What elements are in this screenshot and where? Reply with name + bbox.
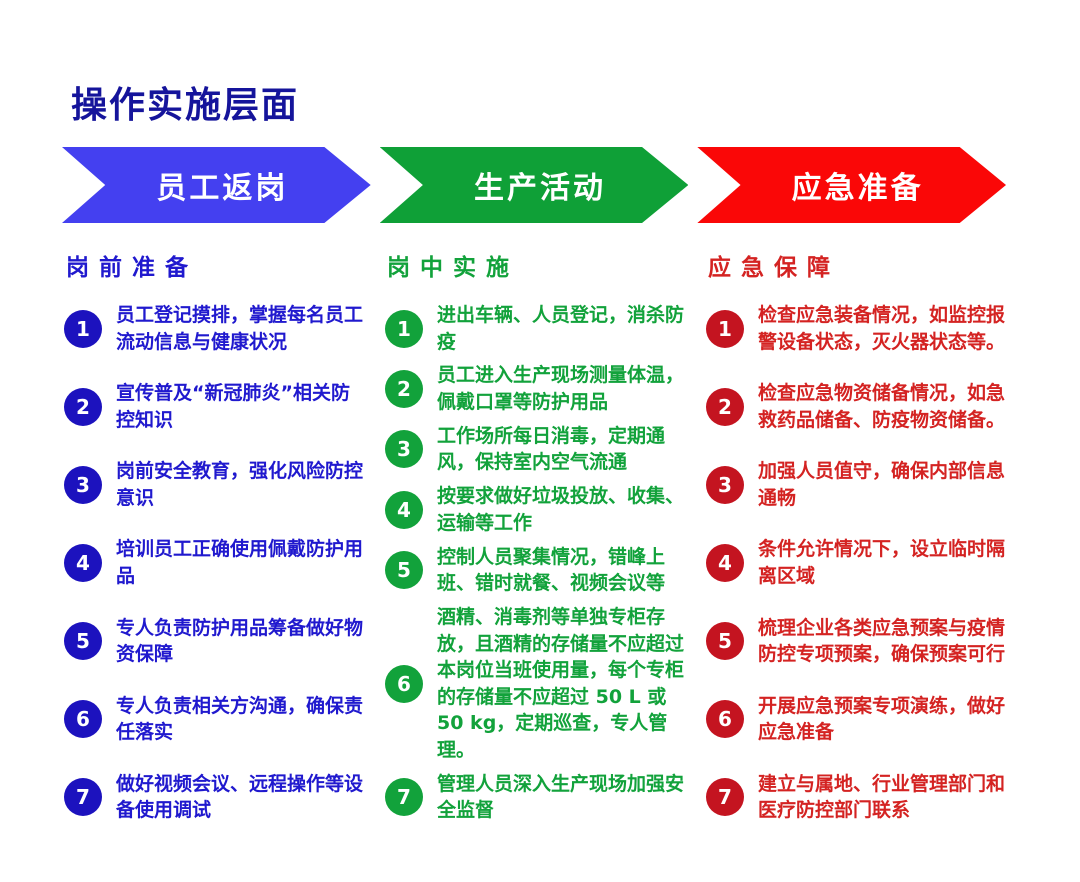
list-item: 7 管理人员深入生产现场加强安全监督	[383, 771, 694, 824]
step-text: 员工登记摸排，掌握每名员工流动信息与健康状况	[116, 304, 364, 353]
step-number-badge: 4	[64, 543, 102, 582]
step-text: 管理人员深入生产现场加强安全监督	[437, 772, 685, 822]
column-pre-job-preparation: 岗前准备 1 员工登记摸排，掌握每名员工流动信息与健康状况 2 宣传普及“新冠肺…	[62, 248, 373, 824]
step-text: 宣传普及“新冠肺炎”相关防控知识	[116, 382, 350, 431]
step-text: 加强人员值守，确保内部信息通畅	[758, 460, 1006, 509]
step-text: 检查应急物资储备情况，如急救药品储备、防疫物资储备。	[758, 382, 1006, 431]
step-text: 员工进入生产现场测量体温，佩戴口罩等防护用品	[437, 364, 685, 413]
column-header-pre-job: 岗前准备	[66, 255, 198, 281]
step-text: 做好视频会议、远程操作等设备使用调试	[116, 772, 364, 822]
step-text: 开展应急预案专项演练，做好应急准备	[758, 694, 1006, 744]
step-number-badge: 5	[385, 551, 423, 590]
step-text: 建立与属地、行业管理部门和医疗防控部门联系	[758, 772, 1006, 822]
step-number-badge: 6	[706, 700, 744, 739]
step-number-badge: 7	[385, 778, 423, 817]
stage-label-production-activity: 生产活动	[474, 171, 606, 206]
list-item: 6 开展应急预案专项演练，做好应急准备	[704, 693, 1015, 746]
column-emergency-items: 1 检查应急装备情况，如监控报警设备状态，灭火器状态等。 2 检查应急物资储备情…	[704, 302, 1015, 824]
step-number-badge: 4	[706, 543, 744, 582]
step-text: 岗前安全教育，强化风险防控意识	[116, 460, 364, 509]
list-item: 7 建立与属地、行业管理部门和医疗防控部门联系	[704, 771, 1015, 824]
step-text: 培训员工正确使用佩戴防护用品	[116, 538, 364, 587]
list-item: 1 检查应急装备情况，如监控报警设备状态，灭火器状态等。	[704, 302, 1015, 355]
list-item: 2 宣传普及“新冠肺炎”相关防控知识	[62, 380, 373, 433]
list-item: 3 岗前安全教育，强化风险防控意识	[62, 458, 373, 511]
column-emergency-support: 应急保障 1 检查应急装备情况，如监控报警设备状态，灭火器状态等。 2 检查应急…	[704, 248, 1015, 824]
step-number-badge: 1	[64, 309, 102, 348]
step-number-badge: 4	[385, 490, 423, 529]
list-item: 5 专人负责防护用品筹备做好物资保障	[62, 615, 373, 668]
column-pre-job-items: 1 员工登记摸排，掌握每名员工流动信息与健康状况 2 宣传普及“新冠肺炎”相关防…	[62, 302, 373, 824]
stage-arrow-production-activity: 生产活动	[379, 147, 689, 223]
list-item: 4 按要求做好垃圾投放、收集、运输等工作	[383, 483, 694, 536]
step-text: 工作场所每日消毒，定期通风，保持室内空气流通	[437, 424, 666, 474]
column-on-job-items: 1 进出车辆、人员登记，消杀防疫 2 员工进入生产现场测量体温，佩戴口罩等防护用…	[383, 302, 694, 824]
step-number-badge: 2	[385, 370, 423, 408]
step-text: 检查应急装备情况，如监控报警设备状态，灭火器状态等。	[758, 304, 1006, 353]
list-item: 7 做好视频会议、远程操作等设备使用调试	[62, 771, 373, 824]
step-number-badge: 2	[64, 387, 102, 426]
step-number-badge: 6	[64, 700, 102, 739]
column-on-job-implementation: 岗中实施 1 进出车辆、人员登记，消杀防疫 2 员工进入生产现场测量体温，佩戴口…	[383, 248, 694, 824]
step-number-badge: 1	[385, 309, 423, 348]
list-item: 3 工作场所每日消毒，定期通风，保持室内空气流通	[383, 423, 694, 476]
step-number-badge: 3	[64, 465, 102, 504]
list-item: 2 检查应急物资储备情况，如急救药品储备、防疫物资储备。	[704, 380, 1015, 433]
step-number-badge: 3	[385, 430, 423, 469]
list-item: 4 条件允许情况下，设立临时隔离区域	[704, 536, 1015, 589]
column-header-emergency: 应急保障	[708, 255, 840, 281]
list-item: 1 进出车辆、人员登记，消杀防疫	[383, 302, 694, 355]
list-item: 3 加强人员值守，确保内部信息通畅	[704, 458, 1015, 511]
step-number-badge: 6	[385, 664, 423, 703]
step-text: 按要求做好垃圾投放、收集、运输等工作	[437, 485, 685, 534]
list-item: 5 控制人员聚集情况，错峰上班、错时就餐、视频会议等	[383, 544, 694, 597]
step-number-badge: 7	[64, 778, 102, 817]
step-number-badge: 3	[706, 465, 744, 504]
columns-container: 岗前准备 1 员工登记摸排，掌握每名员工流动信息与健康状况 2 宣传普及“新冠肺…	[62, 248, 1015, 824]
step-text: 梳理企业各类应急预案与疫情防控专项预案，确保预案可行	[758, 616, 1006, 666]
step-text: 进出车辆、人员登记，消杀防疫	[437, 304, 685, 353]
stage-arrow-employee-return: 员工返岗	[62, 147, 371, 223]
step-text: 专人负责防护用品筹备做好物资保障	[116, 616, 364, 666]
stage-arrow-emergency-readiness: 应急准备	[697, 147, 1007, 223]
list-item: 4 培训员工正确使用佩戴防护用品	[62, 536, 373, 589]
step-text: 控制人员聚集情况，错峰上班、错时就餐、视频会议等	[437, 545, 666, 595]
list-item: 2 员工进入生产现场测量体温，佩戴口罩等防护用品	[383, 362, 694, 415]
column-header-on-job: 岗中实施	[387, 255, 519, 281]
step-text: 酒精、消毒剂等单独专柜存放，且酒精的存储量不应超过本岗位当班使用量，每个专柜的存…	[437, 606, 685, 761]
step-number-badge: 5	[64, 622, 102, 661]
list-item: 6 酒精、消毒剂等单独专柜存放，且酒精的存储量不应超过本岗位当班使用量，每个专柜…	[383, 604, 694, 764]
stage-arrows: 员工返岗 生产活动 应急准备	[62, 147, 1007, 223]
list-item: 6 专人负责相关方沟通，确保责任落实	[62, 693, 373, 746]
list-item: 1 员工登记摸排，掌握每名员工流动信息与健康状况	[62, 302, 373, 355]
step-text: 专人负责相关方沟通，确保责任落实	[116, 694, 364, 744]
step-number-badge: 1	[706, 309, 744, 348]
step-number-badge: 2	[706, 387, 744, 426]
step-number-badge: 7	[706, 778, 744, 817]
page-title: 操作实施层面	[71, 85, 300, 126]
stage-label-employee-return: 员工返岗	[156, 171, 289, 206]
step-number-badge: 5	[706, 622, 744, 661]
stage-label-emergency-readiness: 应急准备	[791, 171, 924, 206]
step-text: 条件允许情况下，设立临时隔离区域	[758, 538, 1006, 587]
list-item: 5 梳理企业各类应急预案与疫情防控专项预案，确保预案可行	[704, 615, 1015, 668]
